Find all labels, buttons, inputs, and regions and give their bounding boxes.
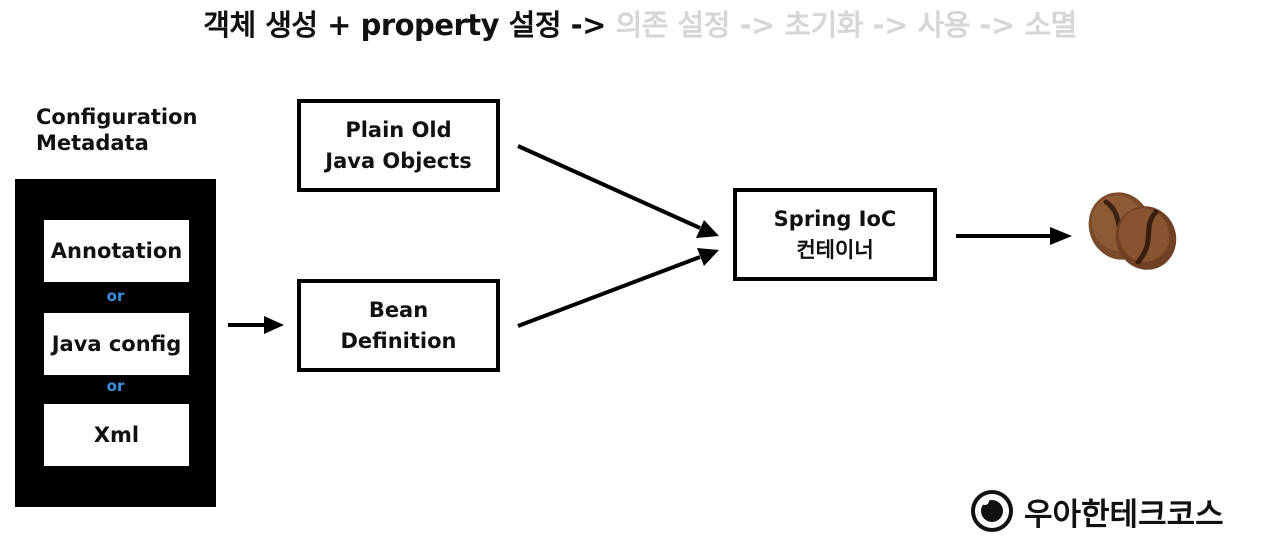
pojo-line1: Plain Old [345,117,452,142]
bean-definition-box: Bean Definition [297,279,500,372]
container-line2: 컨테이너 [796,237,874,262]
or-separator: or [106,377,125,395]
configuration-metadata-panel: Annotation or Java config or Xml [15,179,216,507]
bean-definition-line2: Definition [340,328,457,353]
bean-definition-line1: Bean [368,297,429,322]
title-inactive-steps: 의존 설정 -> 초기화 -> 사용 -> 소멸 [615,8,1078,42]
brand-name: 우아한테크코스 [1024,496,1224,533]
configuration-metadata-label: Configuration Metadata [36,104,236,156]
java-config-item: Java config [44,313,189,375]
pojo-box: Plain Old Java Objects [297,99,500,192]
metadata-to-bean-definition-arrow [228,316,284,334]
brand-mark-icon [971,490,1013,532]
brand-logo: 우아한테크코스 [970,486,1270,536]
container-to-bean-arrow [956,227,1072,245]
annotation-item: Annotation [44,220,189,282]
pojo-line2: Java Objects [325,148,472,173]
bean-definition-to-container-arrow [517,248,719,328]
page-title: 객체 생성 + property 설정 -> 의존 설정 -> 초기화 -> 사… [0,2,1280,46]
xml-item: Xml [44,404,189,466]
metadata-label-line1: Configuration [36,105,198,129]
title-active-steps: 객체 생성 + property 설정 -> [203,8,606,42]
or-separator: or [106,287,125,305]
pojo-to-container-arrow [517,144,719,238]
coffee-bean-icon [1084,190,1180,272]
spring-ioc-container-box: Spring IoC 컨테이너 [733,188,937,281]
metadata-label-line2: Metadata [36,131,149,155]
container-line1: Spring IoC [773,206,897,231]
